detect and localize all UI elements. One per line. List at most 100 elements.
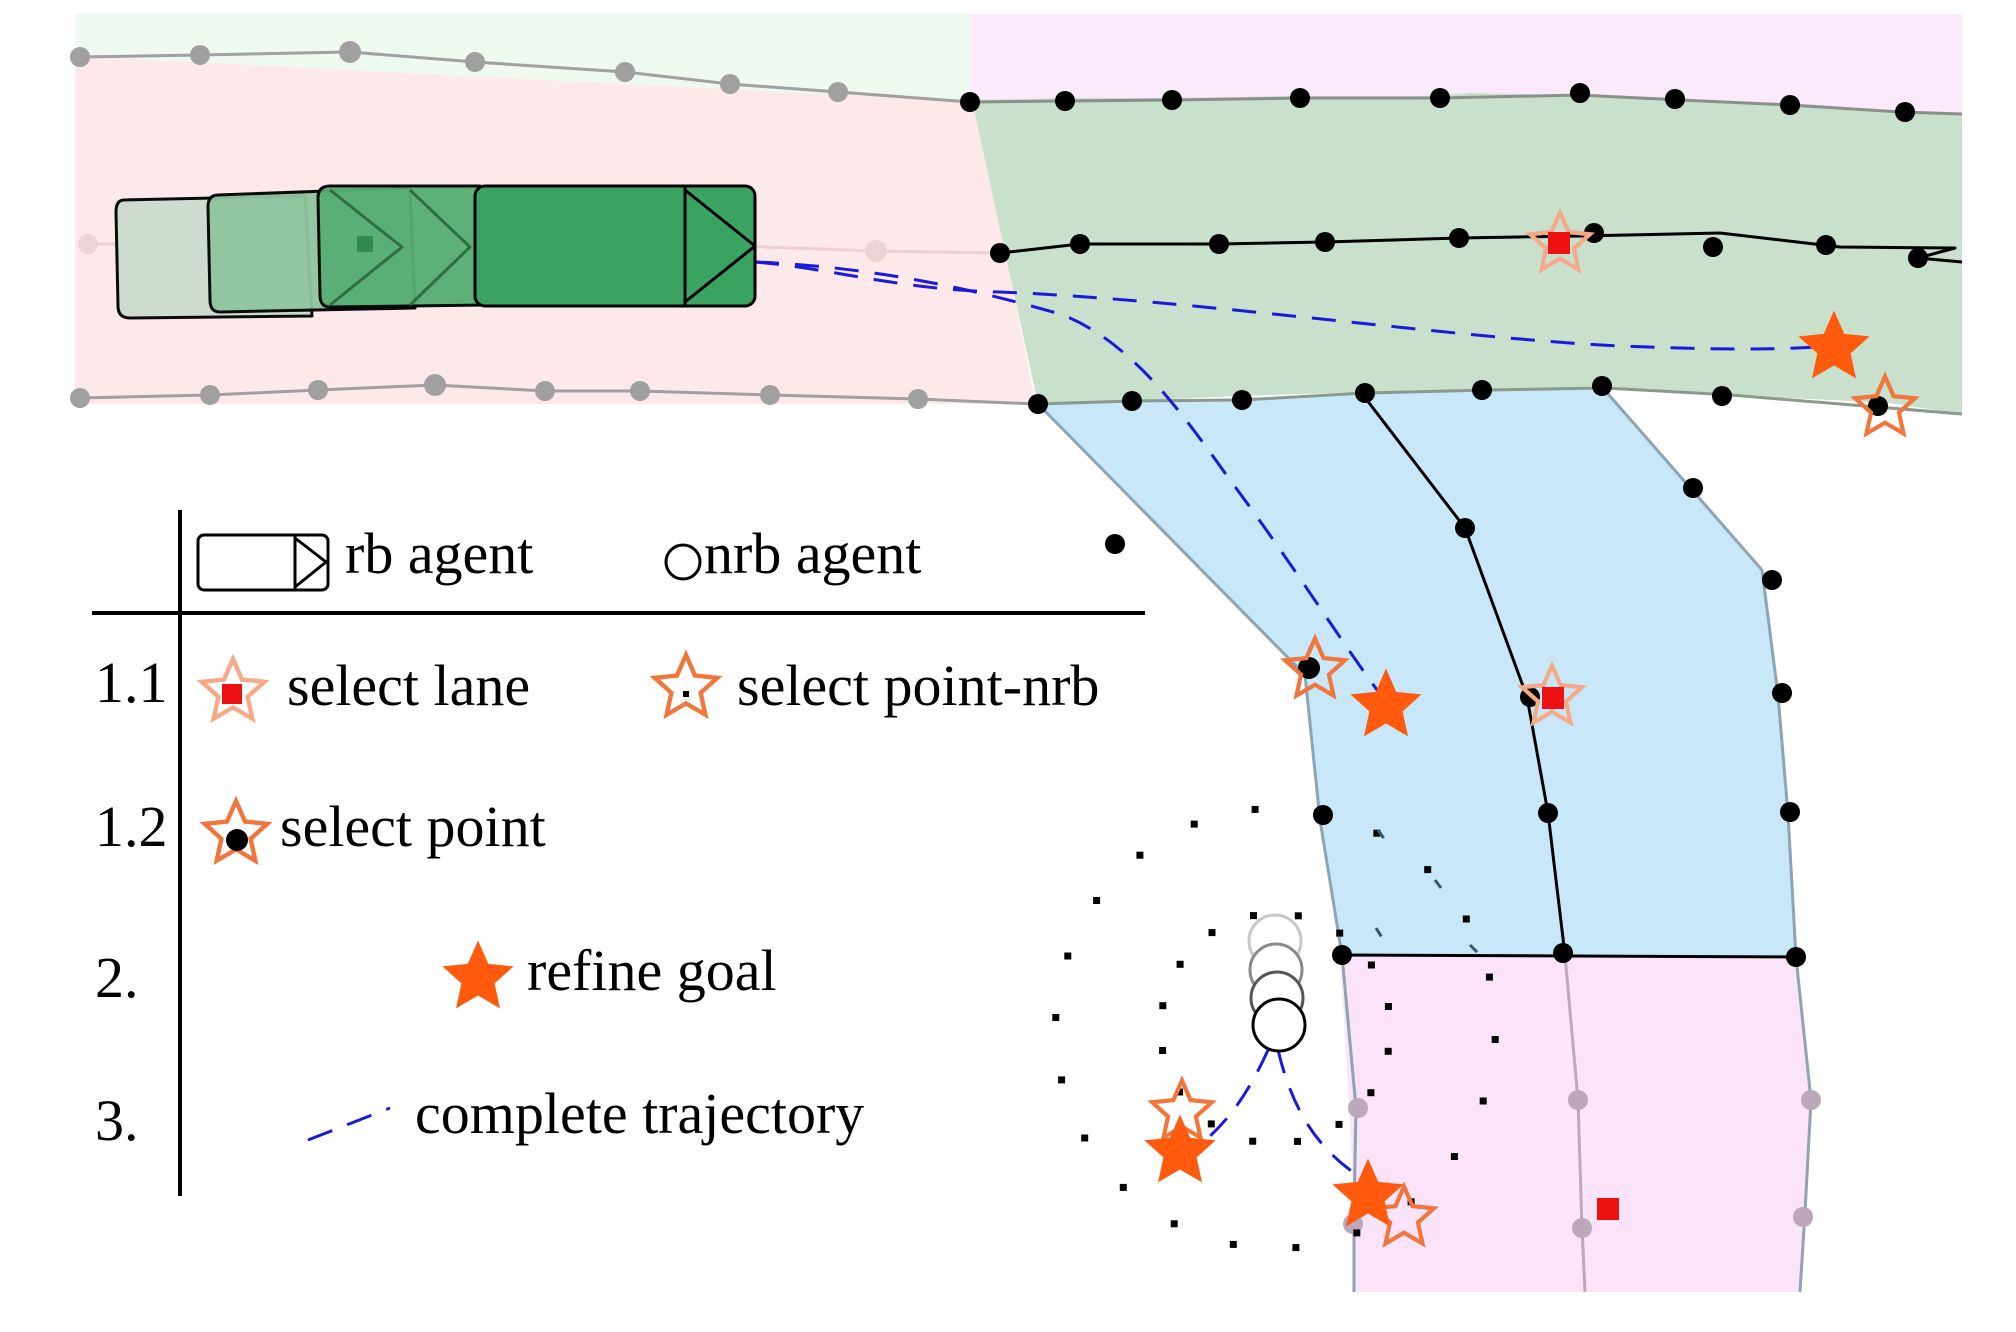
trajectory-faint-mark: [1468, 943, 1482, 957]
lane-node: [1430, 88, 1450, 108]
candidate-dot: [1159, 1047, 1167, 1054]
lane-node: [1868, 396, 1888, 416]
lane-node: [760, 385, 780, 405]
trajectories: [754, 260, 1831, 1190]
lane-node: [720, 74, 740, 94]
lane-node: [1298, 657, 1320, 679]
lane-node: [865, 240, 887, 262]
legend-step-1-1: 1.1: [95, 650, 168, 715]
lane-node: [1290, 88, 1310, 108]
legend-select-point-label: select point: [280, 794, 546, 859]
lane-nodes: [70, 41, 1928, 1238]
candidate-dot: [1479, 1097, 1487, 1105]
rb-agent-ghost-arrow: [329, 188, 404, 307]
lane-node: [1780, 802, 1800, 822]
lane-region-mint: [75, 14, 975, 102]
nrb-agent-current: [1251, 997, 1307, 1053]
lane-node: [1055, 91, 1075, 111]
lane-node: [1455, 518, 1475, 538]
legend-select-lane-label: select lane: [287, 653, 530, 718]
trajectory-nrb-right: [1276, 1049, 1372, 1190]
lane-node: [828, 82, 848, 102]
lane-boundary-lower: [1037, 386, 1963, 416]
candidate-dot: [1367, 961, 1375, 969]
lane-node: [190, 45, 210, 65]
legend: rb agent nrb agent 1.1 select lane selec…: [92, 510, 1145, 1196]
lane-node: [630, 381, 650, 401]
lane-node: [1572, 1218, 1592, 1238]
lane-region-magenta: [1340, 955, 1811, 1292]
lane-node: [1162, 90, 1182, 110]
lane-node: [70, 388, 90, 408]
candidate-dot: [1462, 915, 1470, 923]
lane-node: [1801, 1090, 1821, 1110]
legend-nrb-agent-icon: [664, 543, 702, 581]
candidate-dot: [1314, 809, 1322, 817]
ring-outer: [1052, 805, 1499, 1252]
lane-node: [339, 41, 361, 63]
lane-node: [78, 234, 98, 254]
lane-node: [1070, 234, 1090, 254]
rb-agent-ghost-arrow: [408, 188, 472, 307]
select-lane-markers: [1522, 213, 1619, 1220]
rb-agent-ghost-marker: [357, 236, 373, 252]
lane-boundary-grey-top: [79, 50, 971, 104]
rb-agent-history: [114, 184, 757, 320]
candidate-dot: [1207, 1120, 1215, 1128]
lane-node: [615, 62, 635, 82]
lane-marker-red: [1542, 687, 1564, 709]
lane-node: [1553, 943, 1573, 963]
candidate-dot: [1250, 912, 1257, 920]
candidate-dot: [1292, 1244, 1300, 1252]
lane-node: [1712, 386, 1732, 406]
candidate-dot: [1384, 1047, 1392, 1055]
candidate-dot: [1294, 912, 1302, 920]
candidate-dot: [1373, 829, 1381, 837]
legend-nrb-agent-label: nrb agent: [704, 521, 921, 586]
lane-region-green: [972, 93, 1962, 414]
lane-node: [1584, 223, 1604, 243]
lane-node: [1538, 803, 1558, 823]
candidate-dot: [1176, 1088, 1184, 1096]
trajectory-faint-mark: [1376, 829, 1394, 851]
lane-node: [1315, 232, 1335, 252]
lane-region-blue: [1038, 387, 1796, 957]
lane-node: [1348, 1098, 1368, 1118]
lane-node: [1449, 228, 1469, 248]
rb-agent-current: [473, 184, 757, 308]
lane-node: [1665, 89, 1685, 109]
lane-boundary-blue-right: [1600, 386, 1813, 1293]
ring-inner: [1159, 912, 1392, 1145]
trajectory-faint-mark: [1374, 927, 1388, 945]
legend-step-1-2: 1.2: [95, 794, 168, 859]
nodes-faint: [78, 234, 887, 262]
lane-centre-turn-lower: [1563, 954, 1587, 1293]
candidate-dot: [1353, 1229, 1361, 1237]
lane-node: [1570, 83, 1590, 103]
lane-node: [535, 381, 555, 401]
nodes-violet: [1343, 1090, 1821, 1238]
candidate-dot: [1367, 1089, 1375, 1097]
legend-step-2: 2.: [95, 945, 139, 1010]
candidate-dot: [1190, 820, 1198, 828]
lane-node: [1703, 237, 1723, 257]
legend-select-lane-red: [222, 684, 242, 704]
candidate-dot: [1081, 1134, 1089, 1142]
candidate-dot: [1336, 929, 1344, 937]
trajectory-rb-turn: [754, 260, 1382, 695]
lane-node: [424, 374, 446, 396]
legend-step-3: 3.: [95, 1088, 139, 1153]
candidate-dot: [1491, 1036, 1499, 1043]
lane-node: [70, 47, 90, 67]
trajectory-faint-marks: [1374, 829, 1482, 957]
lane-node: [1472, 380, 1492, 400]
lane-node: [1683, 478, 1703, 498]
lane-centre-main: [999, 231, 1963, 264]
lane-node: [465, 52, 485, 72]
legend-select-point-nrb-icon: [655, 655, 718, 715]
rb-agent-heading-arrow: [684, 188, 757, 304]
lane-boundary-upper: [969, 93, 1963, 116]
lane-region-violet: [970, 14, 1962, 114]
candidate-dot: [1208, 929, 1216, 937]
